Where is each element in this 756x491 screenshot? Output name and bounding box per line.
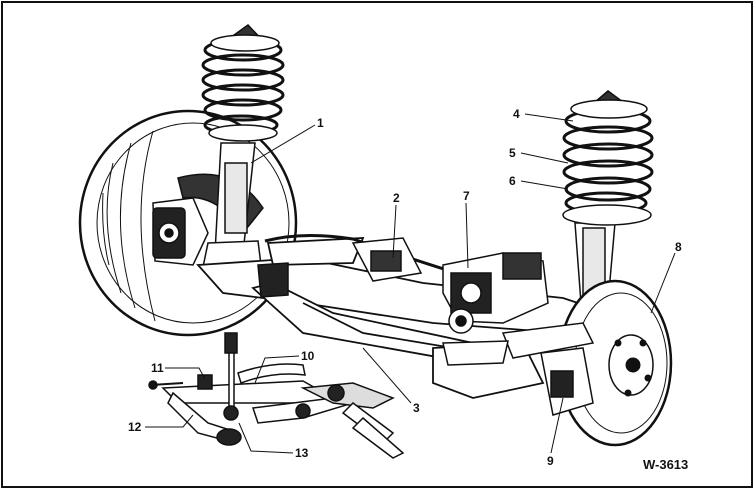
exploded-link bbox=[223, 332, 306, 421]
left-strut bbox=[202, 142, 262, 268]
callout-2: 2 bbox=[393, 191, 400, 205]
callout-11: 11 bbox=[151, 361, 164, 375]
callout-8: 8 bbox=[675, 240, 682, 254]
callout-9: 9 bbox=[547, 454, 554, 468]
callout-13: 13 bbox=[295, 446, 309, 460]
callout-4: 4 bbox=[513, 107, 520, 121]
callout-7: 7 bbox=[463, 189, 470, 203]
steering-gear bbox=[442, 252, 549, 334]
exploded-bolt bbox=[148, 380, 184, 390]
callout-12: 12 bbox=[128, 420, 142, 434]
figure-reference: W-3613 bbox=[643, 457, 688, 472]
left-spring-cap bbox=[208, 24, 280, 142]
callout-6: 6 bbox=[509, 174, 516, 188]
callout-10: 10 bbox=[301, 349, 315, 363]
left-coil-spring bbox=[201, 38, 285, 136]
suspension-diagram: 1 2 3 4 5 6 7 8 9 10 11 12 13 W-3613 bbox=[78, 24, 688, 472]
leader-lines bbox=[145, 113, 676, 454]
callout-1: 1 bbox=[317, 116, 324, 130]
center-mount bbox=[257, 237, 423, 298]
exploded-control-arm bbox=[161, 374, 405, 459]
callout-3: 3 bbox=[413, 401, 420, 415]
right-spring-cap bbox=[562, 90, 652, 226]
callout-5: 5 bbox=[509, 146, 516, 160]
right-brake-caliper bbox=[540, 347, 594, 416]
right-coil-spring bbox=[562, 108, 654, 215]
callouts: 1 2 3 4 5 6 7 8 9 10 11 12 13 bbox=[128, 107, 682, 468]
right-control-arm bbox=[442, 322, 595, 366]
